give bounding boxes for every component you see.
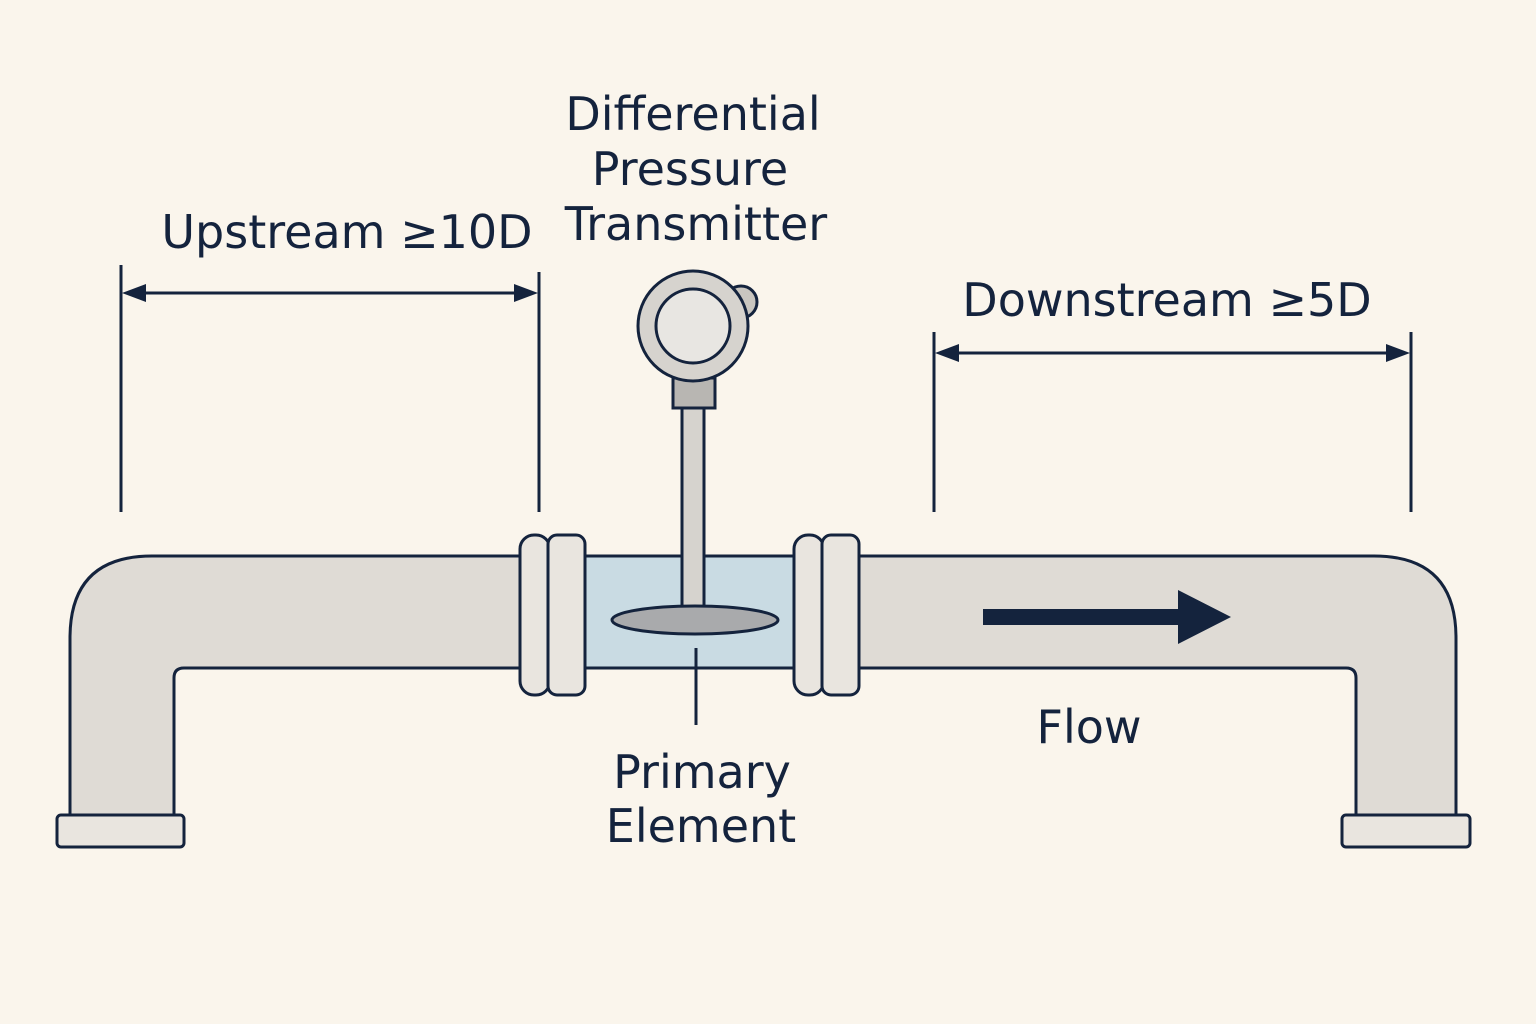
transmitter-display bbox=[654, 287, 732, 365]
upstream-flange bbox=[518, 533, 587, 697]
primary-element-label-line-1: Primary bbox=[613, 745, 791, 799]
flow-label: Flow bbox=[1036, 700, 1141, 754]
upstream-pipe-section bbox=[68, 554, 537, 817]
transmitter-label-line-3: Transmitter bbox=[564, 197, 828, 251]
transmitter-label-line-2: Pressure bbox=[592, 142, 788, 196]
orifice-plate bbox=[610, 604, 780, 636]
transmitter-neck bbox=[671, 376, 717, 410]
upstream-label: Upstream ≥10D bbox=[161, 205, 532, 259]
differential-pressure-transmitter bbox=[636, 269, 759, 610]
downstream-pipe-section bbox=[843, 554, 1458, 817]
downstream-label: Downstream ≥5D bbox=[962, 273, 1371, 327]
primary-element-label-line-2: Element bbox=[606, 799, 796, 853]
upstream-dimension bbox=[119, 265, 541, 512]
flow-arrow-icon bbox=[983, 590, 1231, 644]
downstream-dimension bbox=[932, 332, 1413, 512]
transmitter-label-line-1: Differential bbox=[565, 87, 820, 141]
impulse-stem bbox=[680, 406, 706, 610]
right-end-flange bbox=[1340, 813, 1472, 849]
left-end-flange bbox=[55, 813, 186, 849]
downstream-flange bbox=[792, 533, 861, 697]
